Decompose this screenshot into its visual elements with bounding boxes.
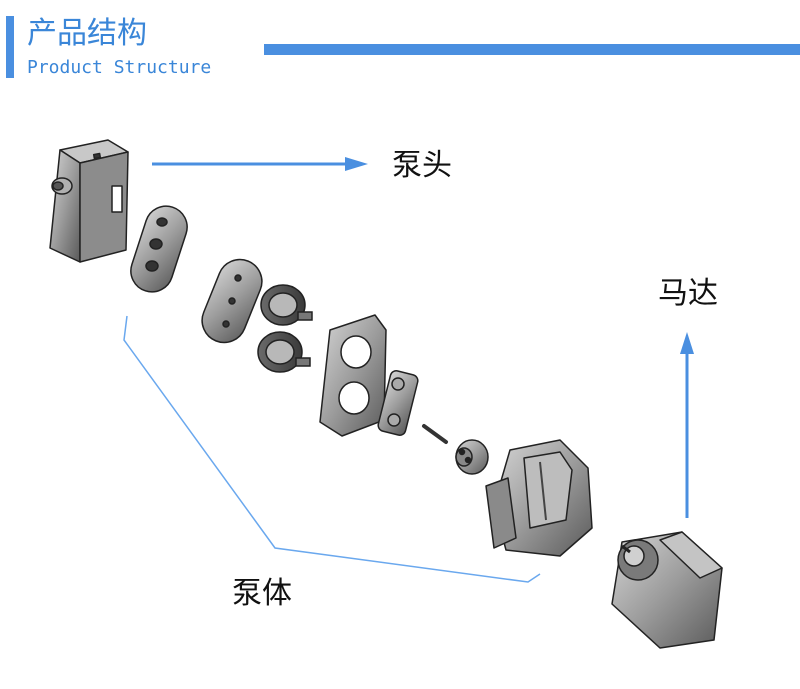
eccentric-wheel-part [455, 439, 489, 475]
header-divider-line [264, 44, 800, 55]
motor-arrow [680, 332, 694, 518]
motor-label: 马达 [658, 276, 718, 311]
motor-part [611, 531, 723, 649]
pin-part [422, 424, 448, 444]
pump-body-housing-part [485, 439, 593, 557]
header-accent-bar [6, 16, 14, 78]
section-title-chinese: 产品结构 [27, 16, 147, 51]
section-title-english: Product Structure [27, 57, 212, 78]
pump-body-label: 泵体 [232, 576, 292, 611]
diaphragm-plate-part [201, 258, 263, 344]
pump-body-bracket-line [123, 315, 541, 583]
pump-head-label: 泵头 [392, 148, 452, 183]
diaphragm-cups-part [257, 284, 313, 373]
valve-plate-part [130, 205, 188, 293]
connector-bar-part [377, 370, 419, 436]
pump-frame-part [319, 314, 387, 437]
pump-head-part [49, 139, 129, 263]
pump-head-arrow [152, 157, 368, 171]
